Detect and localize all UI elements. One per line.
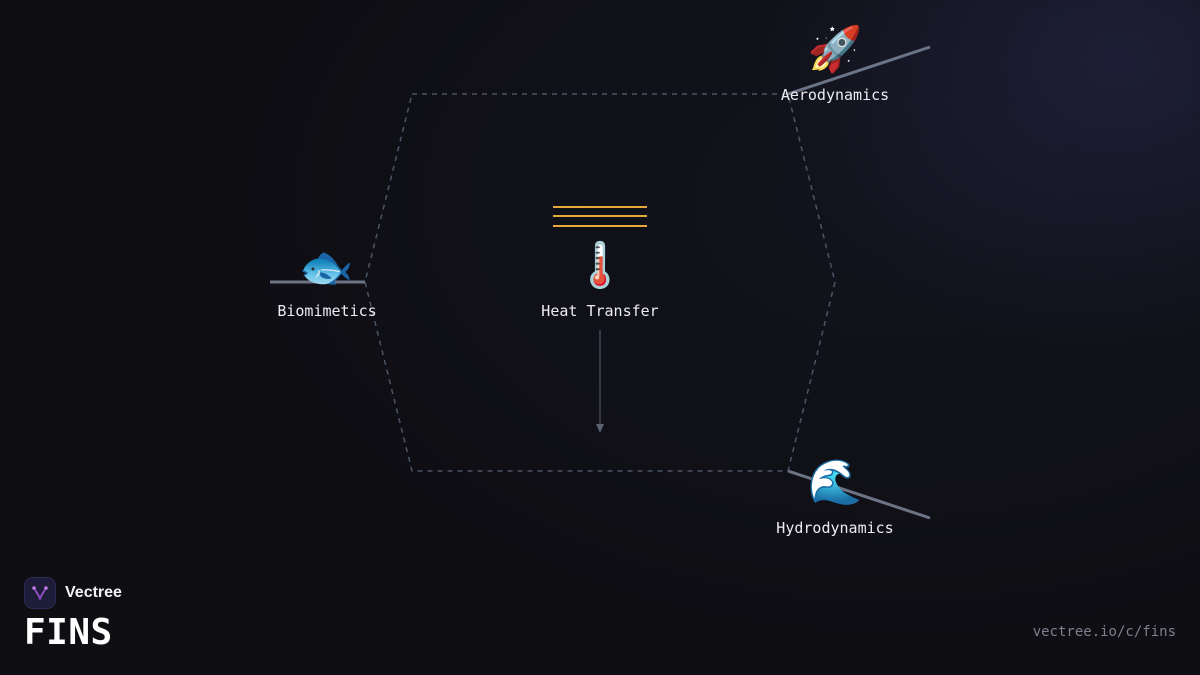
connector-hydrodynamics: [787, 469, 931, 520]
vectree-logo-icon: [24, 577, 56, 609]
source-url[interactable]: vectree.io/c/fins: [1032, 624, 1176, 640]
heat-lines: [553, 206, 647, 227]
fish-icon: 🐟: [298, 242, 354, 293]
brand-name: Vectree: [65, 584, 122, 601]
center-arrow-head: [596, 424, 604, 433]
connector-aerodynamics: [787, 45, 931, 96]
page-title: FINS: [24, 612, 113, 653]
center-label: Heat Transfer: [541, 302, 659, 320]
node-label-biomimetics: Biomimetics: [277, 302, 377, 320]
brand: Vectree: [24, 577, 122, 609]
node-label-hydrodynamics: Hydrodynamics: [776, 519, 894, 537]
rocket-icon: 🚀: [807, 24, 863, 75]
thermometer-icon: 🌡️: [572, 240, 628, 291]
node-label-aerodynamics: Aerodynamics: [780, 86, 890, 104]
wave-icon: 🌊: [807, 457, 863, 508]
